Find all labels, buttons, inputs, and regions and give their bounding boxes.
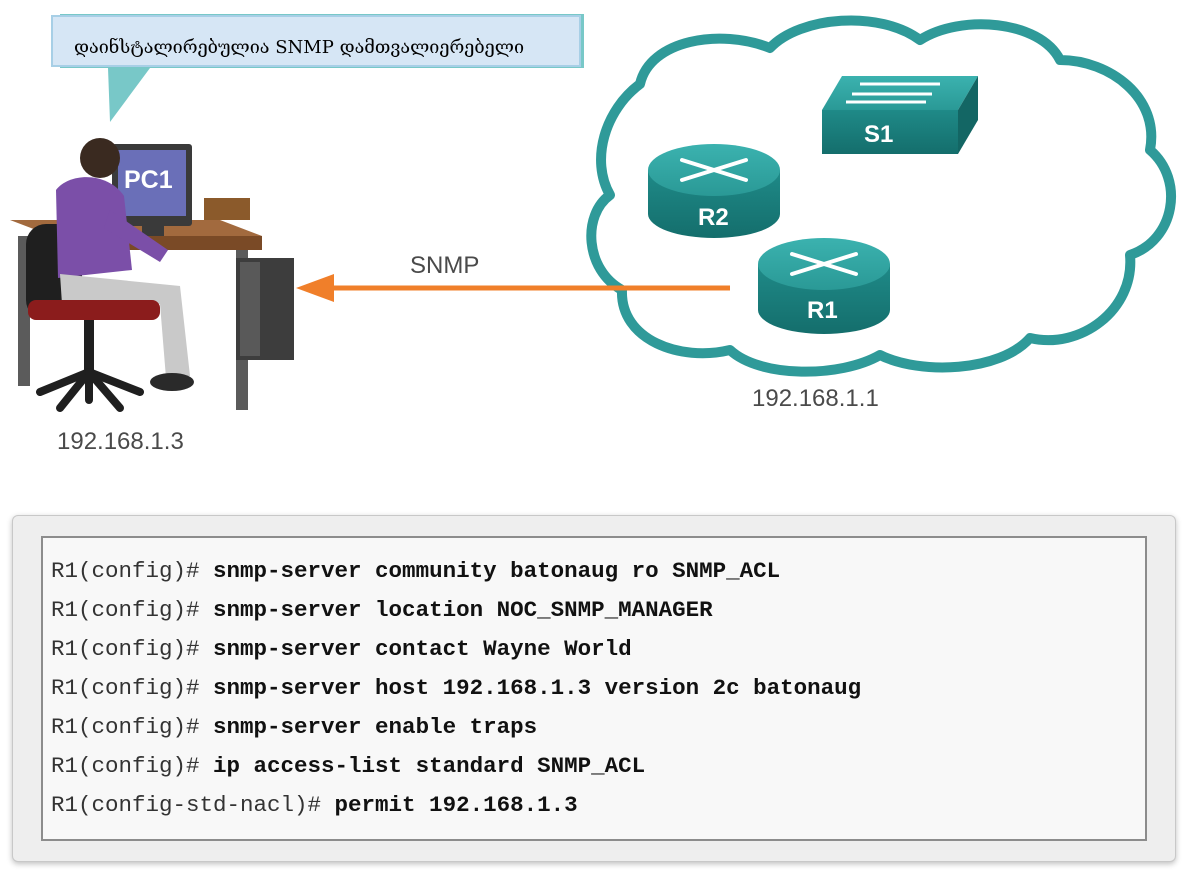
cli-lines: R1(config)# snmp-server community batona… bbox=[51, 552, 861, 825]
cli-line: R1(config)# ip access-list standard SNMP… bbox=[51, 747, 861, 786]
cli-prompt: R1(config-std-nacl)# bbox=[51, 792, 335, 818]
cli-command: snmp-server location NOC_SNMP_MANAGER bbox=[213, 597, 713, 623]
pc1-ip-address: 192.168.1.3 bbox=[57, 428, 184, 455]
cli-command: snmp-server contact Wayne World bbox=[213, 636, 632, 662]
cli-terminal: R1(config)# snmp-server community batona… bbox=[41, 536, 1147, 841]
cli-prompt: R1(config)# bbox=[51, 636, 214, 662]
cli-command: permit 192.168.1.3 bbox=[334, 792, 578, 818]
cli-prompt: R1(config)# bbox=[51, 714, 214, 740]
cli-command: ip access-list standard SNMP_ACL bbox=[213, 753, 646, 779]
switch-s1-icon bbox=[822, 76, 978, 154]
cli-line: R1(config-std-nacl)# permit 192.168.1.3 bbox=[51, 786, 861, 825]
callout-text: დაინსტალირებულია SNMP დამთვალიერებელი bbox=[74, 37, 525, 58]
cli-command: snmp-server community batonaug ro SNMP_A… bbox=[213, 558, 781, 584]
router-r1-icon bbox=[758, 238, 890, 334]
snmp-link-label: SNMP bbox=[410, 252, 480, 279]
r1-ip-address: 192.168.1.1 bbox=[752, 385, 879, 412]
cli-line: R1(config)# snmp-server community batona… bbox=[51, 552, 861, 591]
snmp-arrow bbox=[296, 274, 730, 302]
cli-line: R1(config)# snmp-server host 192.168.1.3… bbox=[51, 669, 861, 708]
cli-prompt: R1(config)# bbox=[51, 753, 214, 779]
cli-line: R1(config)# snmp-server location NOC_SNM… bbox=[51, 591, 861, 630]
router-r2-icon bbox=[648, 144, 780, 238]
r1-label: R1 bbox=[807, 297, 838, 324]
cli-command: snmp-server enable traps bbox=[213, 714, 538, 740]
callout-bubble bbox=[51, 14, 584, 122]
pc1-label: PC1 bbox=[124, 166, 173, 194]
pc1-workstation-icon bbox=[10, 138, 294, 412]
cli-command: snmp-server host 192.168.1.3 version 2c … bbox=[213, 675, 862, 701]
cli-prompt: R1(config)# bbox=[51, 558, 214, 584]
r2-label: R2 bbox=[698, 204, 729, 231]
cli-panel: R1(config)# snmp-server community batona… bbox=[12, 515, 1176, 862]
network-topology bbox=[10, 14, 1176, 412]
cli-line: R1(config)# snmp-server enable traps bbox=[51, 708, 861, 747]
cli-prompt: R1(config)# bbox=[51, 597, 214, 623]
cli-prompt: R1(config)# bbox=[51, 675, 214, 701]
s1-label: S1 bbox=[864, 121, 894, 148]
cli-line: R1(config)# snmp-server contact Wayne Wo… bbox=[51, 630, 861, 669]
